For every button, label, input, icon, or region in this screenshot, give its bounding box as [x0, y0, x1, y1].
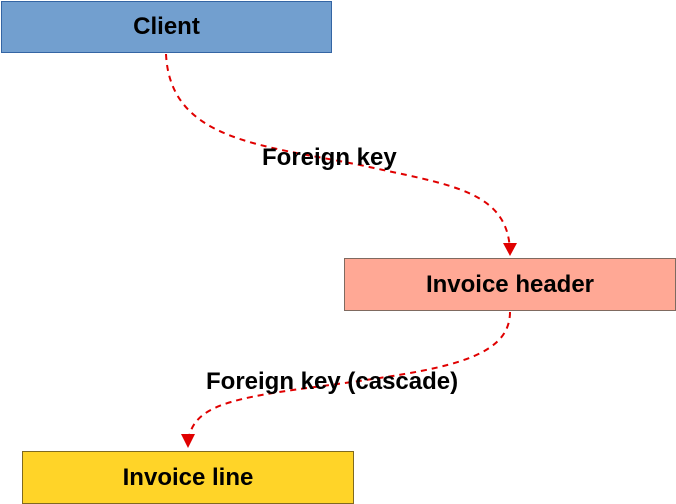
node-invoice-header-label: Invoice header — [425, 270, 595, 298]
node-client: Client — [1, 1, 332, 53]
edge-label-foreign-key: Foreign key — [262, 144, 397, 171]
node-invoice-header: Invoice header — [344, 258, 676, 311]
arrowhead-invoice-line-icon — [181, 434, 195, 448]
edge-label-foreign-key-cascade: Foreign key (cascade) — [206, 368, 459, 395]
arrowhead-invoice-header-icon — [503, 243, 517, 256]
edge-client-to-invoice-header — [165, 53, 511, 255]
node-invoice-line-label: Invoice line — [122, 463, 254, 491]
node-client-label: Client — [133, 13, 200, 40]
node-invoice-line: Invoice line — [22, 451, 354, 504]
